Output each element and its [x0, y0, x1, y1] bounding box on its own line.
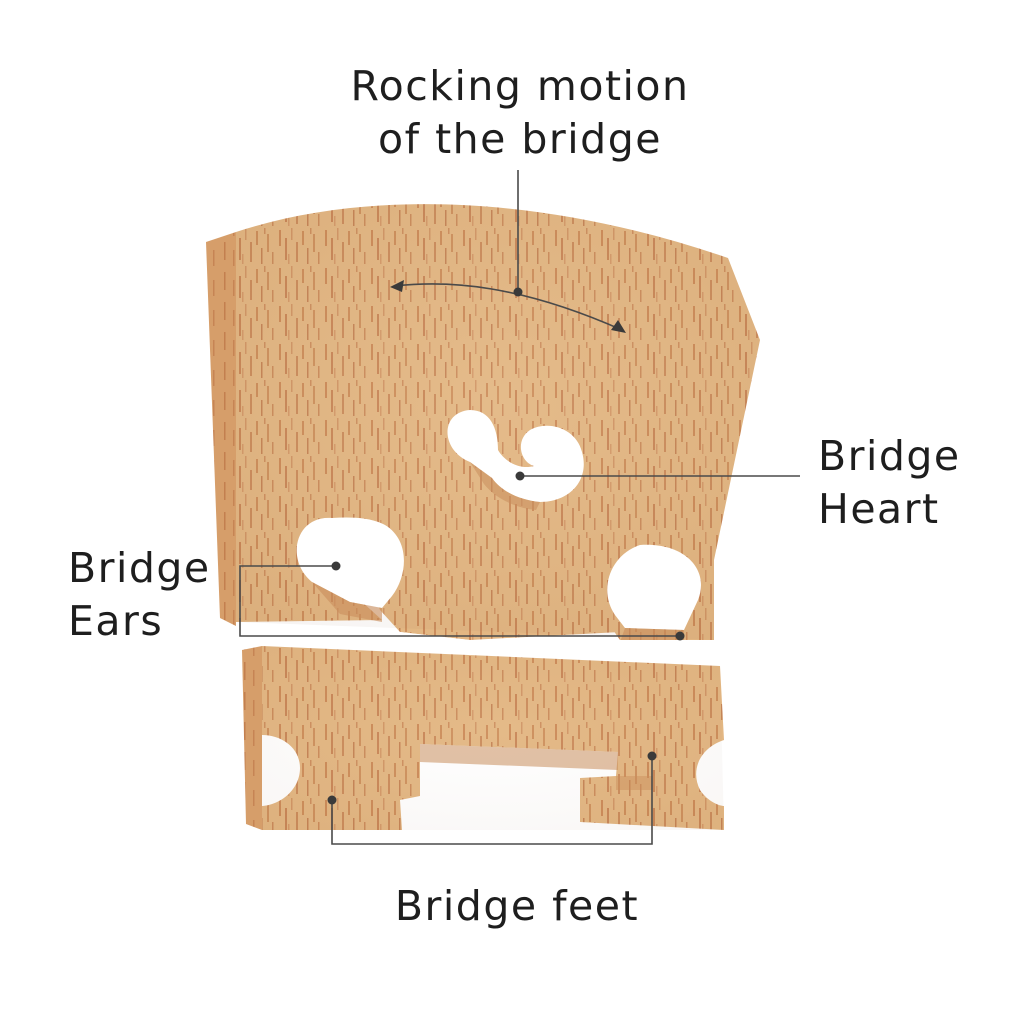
rocking-motion-label-line2: of the bridge: [378, 115, 662, 163]
feet-marker-dot-right: [647, 751, 657, 761]
rocking-marker-dot: [513, 287, 523, 297]
leader-lines: [239, 170, 800, 845]
bridge-heart-label: Bridge Heart: [818, 430, 961, 536]
ears-marker-dot-left: [331, 561, 341, 571]
ears-leader-line: [239, 565, 680, 637]
right-ear-cutout: [607, 544, 701, 630]
bridge-ears-label-line1: Bridge: [68, 544, 211, 592]
left-ear-cutout: [296, 517, 404, 608]
rocking-motion-label-line1: Rocking motion: [350, 62, 690, 110]
rocking-arrow-arc: [394, 283, 623, 331]
bridge-ears-label-line2: Ears: [68, 597, 164, 645]
rocking-arrowhead-left: [390, 280, 404, 292]
feet-leader-line: [331, 756, 653, 845]
rocking-arrowhead-right: [611, 320, 626, 333]
lower-block-side: [242, 646, 262, 830]
upper-block-side: [206, 232, 236, 626]
feet-marker-dot-left: [327, 795, 337, 805]
bridge-heart-label-line2: Heart: [818, 485, 940, 533]
ears-marker-dot-right: [675, 631, 685, 641]
bridge-feet-label: Bridge feet: [362, 880, 672, 933]
bridge-heart-label-line1: Bridge: [818, 432, 961, 480]
rocking-motion-label: Rocking motion of the bridge: [300, 60, 740, 166]
heart-cutout: [447, 410, 584, 502]
heart-marker-dot: [515, 471, 525, 481]
bridge-feet-label-line1: Bridge feet: [394, 882, 640, 930]
bridge-ears-label: Bridge Ears: [68, 542, 211, 648]
